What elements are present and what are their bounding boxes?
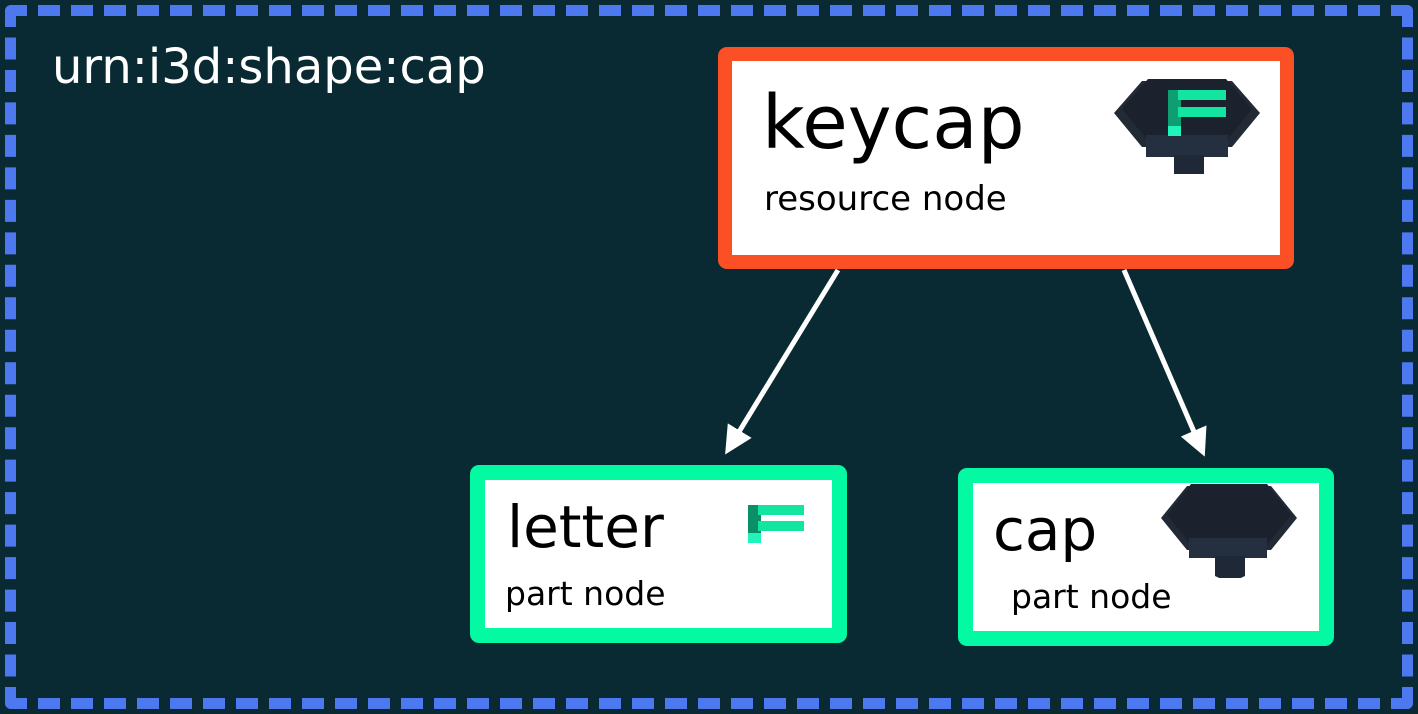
keycap-with-letter-icon [1112, 69, 1262, 185]
node-keycap-body: keycap [732, 61, 1280, 255]
edge-keycap-to-cap [1121, 269, 1207, 457]
graph-title: urn:i3d:shape:cap [52, 39, 486, 95]
node-keycap-title: keycap [762, 80, 1025, 166]
edge-keycap-to-letter [725, 268, 841, 455]
node-cap-body: cap part node [973, 483, 1319, 631]
keycap-blank-icon [1157, 478, 1301, 583]
node-cap[interactable]: cap part node [958, 468, 1334, 646]
node-letter[interactable]: letter part node [470, 465, 847, 643]
node-keycap-header: keycap [762, 75, 1262, 185]
node-letter-title: letter [507, 493, 664, 561]
node-cap-title: cap [993, 496, 1098, 564]
node-cap-subtitle: part node [1011, 577, 1172, 616]
node-keycap[interactable]: keycap [718, 47, 1294, 269]
letter-glyph-icon [742, 497, 812, 557]
node-letter-subtitle: part node [505, 574, 666, 613]
node-letter-header: letter [507, 488, 812, 566]
node-cap-header: cap [993, 484, 1301, 583]
node-keycap-subtitle: resource node [764, 179, 1007, 219]
node-letter-body: letter part node [485, 480, 832, 628]
